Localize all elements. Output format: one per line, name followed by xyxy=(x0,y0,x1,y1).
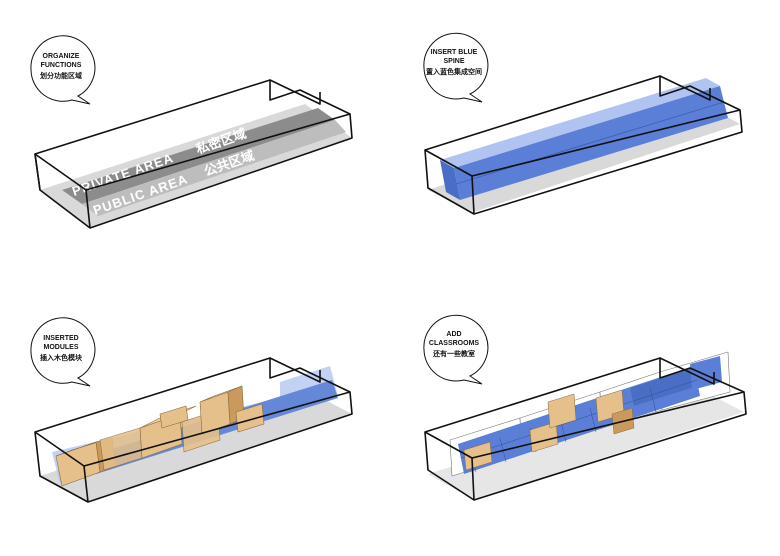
bubble-title-line2: CLASSROOMS xyxy=(429,340,480,347)
panel-add-classrooms: ADD CLASSROOMS 还有一些教室 xyxy=(423,314,747,501)
private-zone xyxy=(62,108,335,204)
label-bubble-spine: INSERT BLUE SPINE 置入蓝色集成空间 xyxy=(423,32,489,103)
bubble-subtitle-cn: 置入蓝色集成空间 xyxy=(426,67,482,76)
bubble-title-line1: ORGANIZE xyxy=(43,53,80,60)
label-bubble-organize: ORGANIZE FUNCTIONS 划分功能区域 xyxy=(30,35,96,105)
blue-spine-side xyxy=(440,160,460,200)
bubble-subtitle-cn: 还有一些教室 xyxy=(432,349,475,358)
bubble-title-line1: INSERTED xyxy=(43,335,78,342)
building-outline xyxy=(34,357,353,503)
bubble-title-line2: FUNCTIONS xyxy=(41,62,82,69)
wood-module xyxy=(547,393,577,429)
bubble-subtitle-cn: 插入木色模块 xyxy=(40,353,83,362)
blue-spine-top xyxy=(440,78,720,168)
wood-module xyxy=(529,421,559,453)
panel-organize-functions: ORGANIZE FUNCTIONS 划分功能区域 PRIVATE AREA 私… xyxy=(30,35,353,229)
wood-module xyxy=(235,403,265,433)
spine-divider-line xyxy=(455,101,725,185)
wood-modules xyxy=(55,385,265,487)
bubble-title-line2: MODULES xyxy=(44,344,79,351)
building-outline xyxy=(424,75,743,215)
label-bubble-modules: INSERTED MODULES 插入木色模块 xyxy=(30,317,96,387)
panel-insert-blue-spine: INSERT BLUE SPINE 置入蓝色集成空间 xyxy=(423,32,743,215)
building-outline xyxy=(424,357,747,501)
bubble-title-line2: SPINE xyxy=(443,58,464,65)
public-zone xyxy=(82,120,346,216)
bubble-title-line1: ADD xyxy=(446,331,461,338)
panel-inserted-modules: INSERTED MODULES 插入木色模块 xyxy=(30,317,353,503)
bubble-title-line1: INSERT BLUE xyxy=(431,49,478,56)
floor-slab xyxy=(428,388,744,500)
bubble-subtitle-cn: 划分功能区域 xyxy=(40,71,82,80)
label-bubble-classrooms: ADD CLASSROOMS 还有一些教室 xyxy=(423,314,489,385)
building-outline xyxy=(34,79,353,229)
